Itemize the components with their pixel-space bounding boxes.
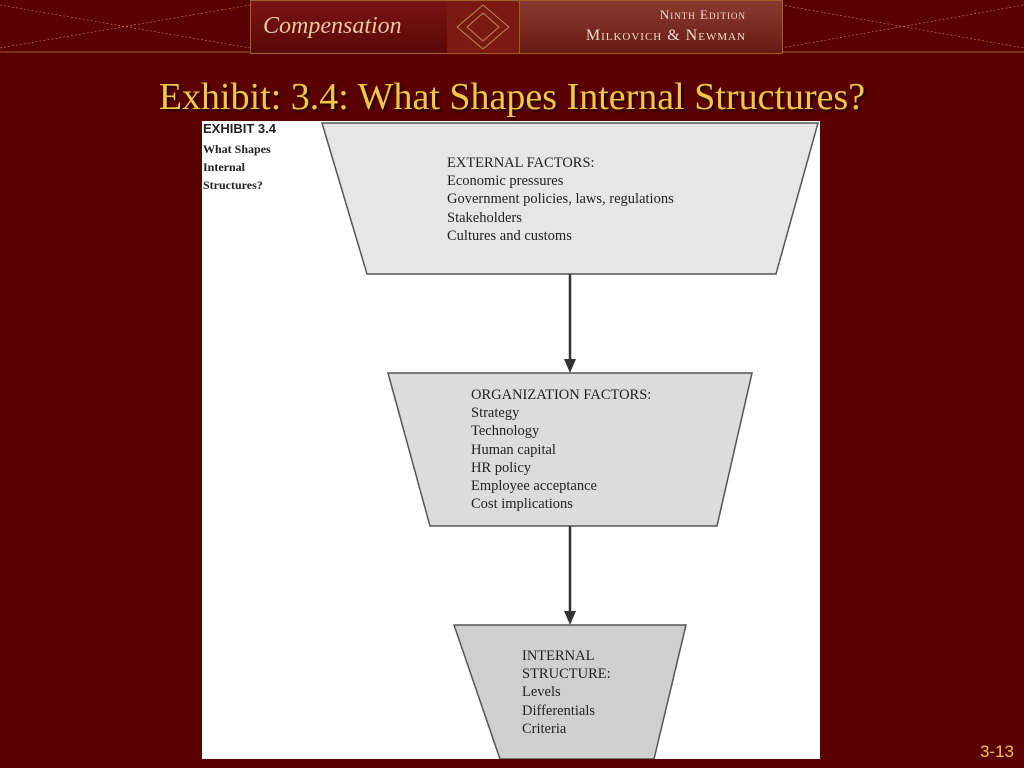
exhibit-caption: What Shapes Internal Structures? <box>203 140 303 194</box>
caption-line: What Shapes <box>203 142 271 156</box>
external-factors-shape <box>320 122 819 275</box>
caption-line: Internal <box>203 160 245 174</box>
factor-item: Economic pressures <box>447 173 564 190</box>
factor-item: Human capital <box>471 441 556 458</box>
factor-item: Strategy <box>471 405 520 422</box>
diamond-ornament-icon <box>456 4 510 50</box>
banner-diamond-panel <box>447 0 519 54</box>
factor-item: HR policy <box>471 459 532 476</box>
compensation-logo: Compensation <box>263 13 402 39</box>
exhibit-panel: EXHIBIT 3.4 What Shapes Internal Structu… <box>202 121 820 759</box>
organization-factors-text: ORGANIZATION FACTORS: Strategy Technolog… <box>471 386 651 513</box>
factor-item: Employee acceptance <box>471 478 597 495</box>
arrow-head-icon <box>564 611 576 625</box>
box-heading: EXTERNAL FACTORS: <box>447 155 595 171</box>
factor-item: Government policies, laws, regulations <box>447 191 674 208</box>
page-number: 3-13 <box>979 742 1014 761</box>
box-heading: STRUCTURE: <box>522 666 611 683</box>
banner-edition-panel: Ninth Edition Milkovich & Newman <box>519 0 783 54</box>
factor-item: Levels <box>522 684 561 701</box>
funnel-diagram <box>320 122 819 759</box>
factor-item: Stakeholders <box>447 209 522 226</box>
box-heading: ORGANIZATION FACTORS: <box>471 387 652 403</box>
factor-item: Criteria <box>522 720 567 737</box>
internal-structure-shape <box>452 624 687 759</box>
banner-logo-panel: Compensation <box>250 0 449 54</box>
exhibit-number: EXHIBIT 3.4 <box>203 121 276 136</box>
caption-line: Structures? <box>203 178 263 192</box>
edition-label: Ninth Edition <box>659 7 746 22</box>
factor-item: Cost implications <box>471 496 573 513</box>
factor-item: Technology <box>471 423 540 440</box>
authors-label: Milkovich & Newman <box>585 27 746 44</box>
factor-item: Cultures and customs <box>447 227 572 244</box>
internal-structure-text: INTERNAL STRUCTURE: Levels Differentials… <box>522 647 611 738</box>
external-factors-text: EXTERNAL FACTORS: Economic pressures Gov… <box>447 154 674 245</box>
arrow-head-icon <box>564 359 576 373</box>
organization-factors-shape <box>387 372 753 527</box>
factor-item: Differentials <box>522 702 596 719</box>
box-heading: INTERNAL <box>522 648 595 664</box>
top-banner: Compensation Ninth Edition Milkovich & N… <box>0 0 1024 54</box>
slide-title: Exhibit: 3.4: What Shapes Internal Struc… <box>158 76 866 118</box>
